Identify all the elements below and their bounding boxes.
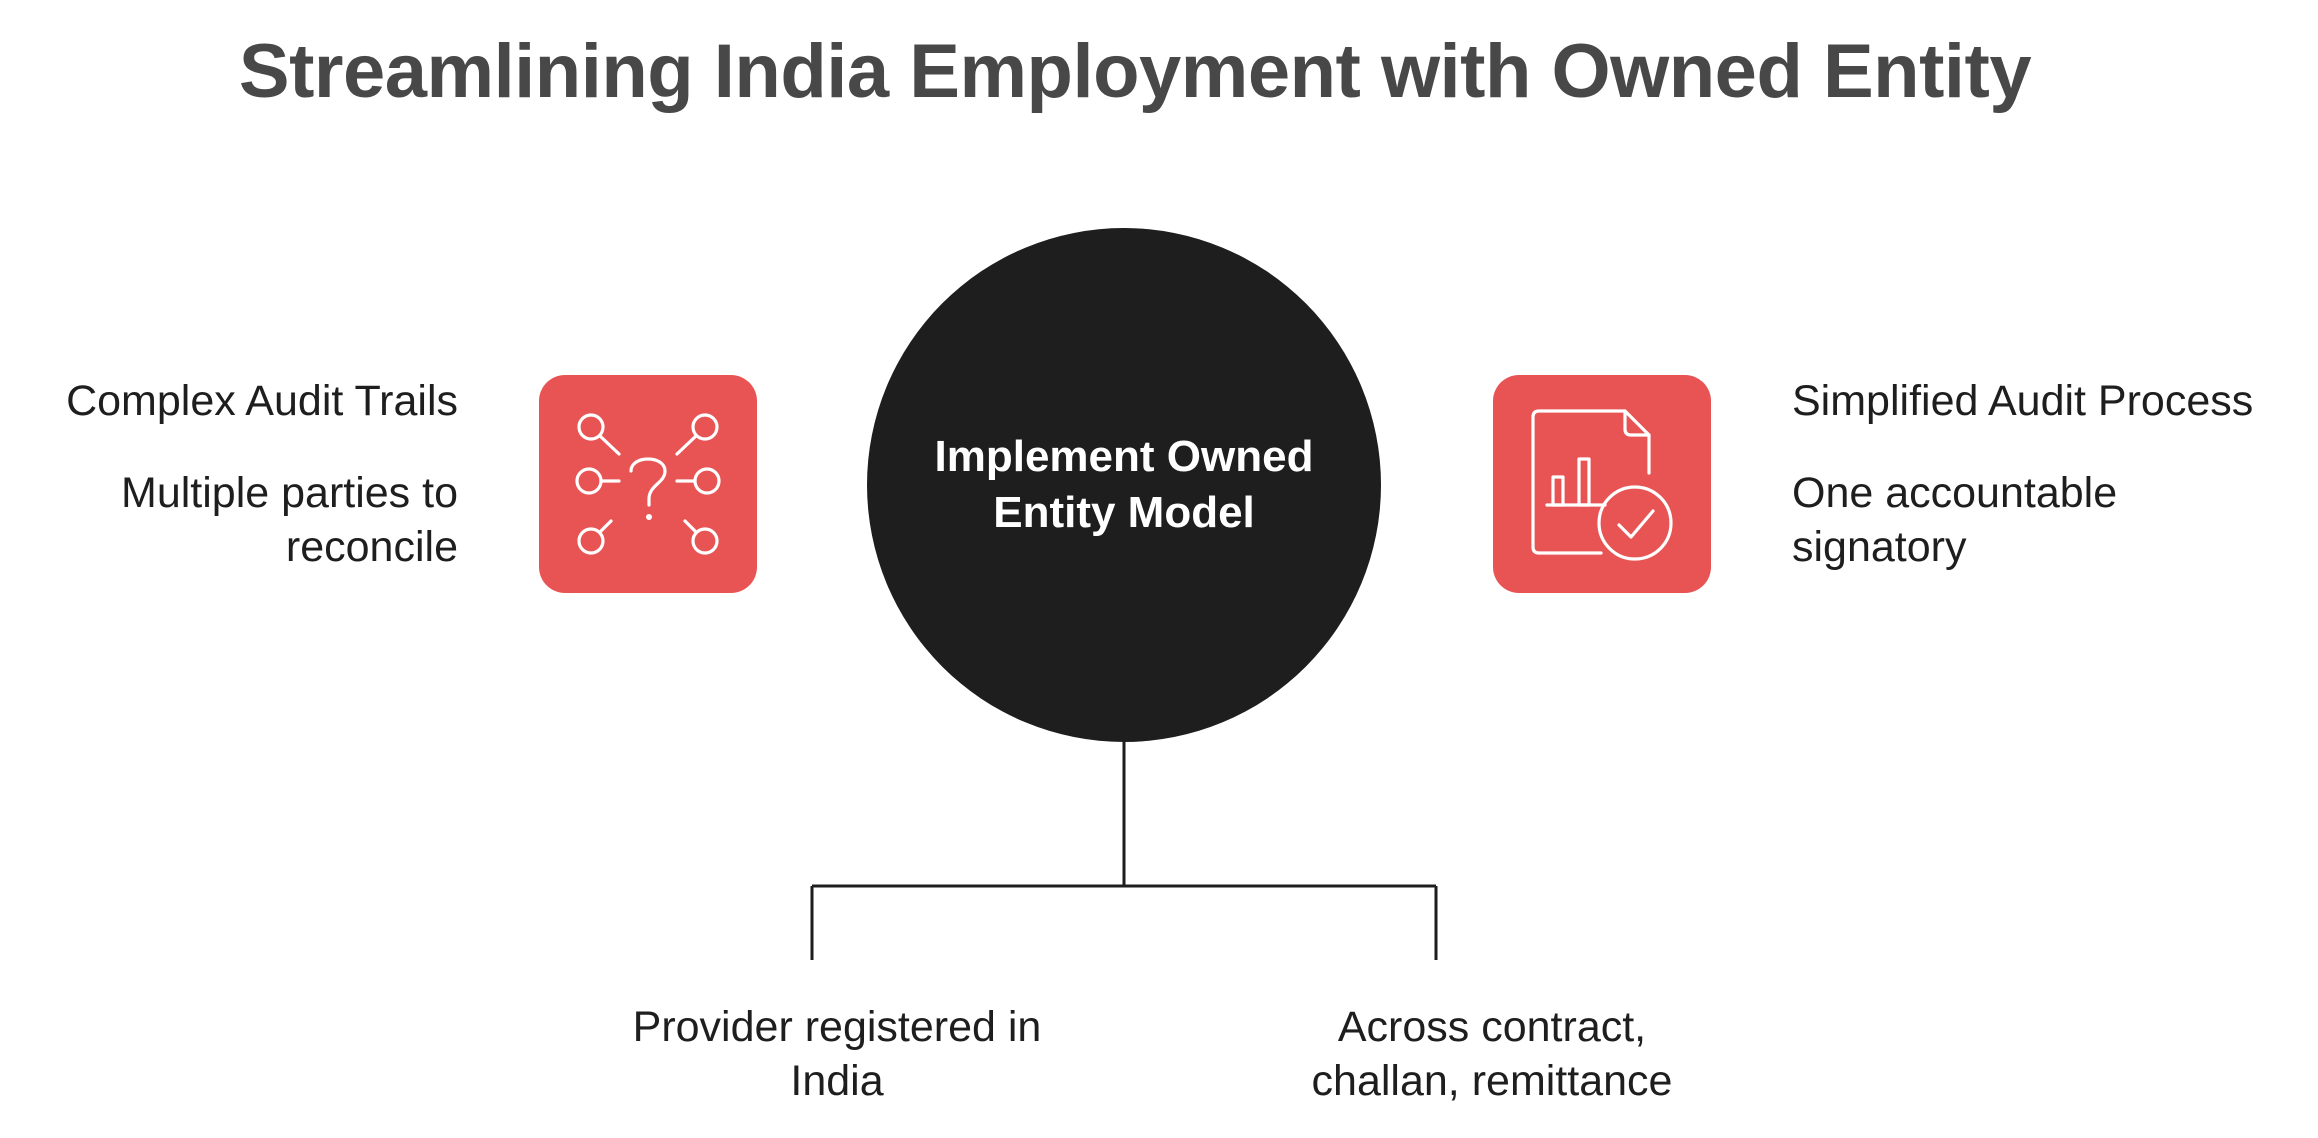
document-chart-check-icon — [1531, 409, 1673, 561]
network-question-icon — [575, 413, 721, 555]
right-icon-tile — [1493, 375, 1711, 593]
left-description: Multiple parties to reconcile — [38, 466, 458, 574]
bottom-right-line2: challan, remittance — [1311, 1057, 1673, 1105]
center-label-line1: Implement Owned — [934, 432, 1314, 481]
diagram-title: Streamlining India Employment with Owned… — [238, 29, 2032, 114]
center-label-line2: Entity Model — [993, 488, 1255, 537]
bottom-left-line1: Provider registered in — [632, 1003, 1042, 1051]
bottom-right-label: Across contract, challan, remittance — [1232, 1000, 1752, 1108]
bottom-right-line1: Across contract, — [1337, 1003, 1647, 1051]
bottom-left-line2: India — [790, 1057, 884, 1105]
left-heading: Complex Audit Trails — [66, 377, 458, 425]
right-heading: Simplified Audit Process — [1792, 377, 2254, 425]
bottom-left-label: Provider registered in India — [577, 1000, 1097, 1108]
left-description-line2: reconcile — [285, 523, 458, 571]
right-description-line2: signatory — [1792, 523, 1967, 571]
right-description-line1: One accountable — [1792, 469, 2118, 517]
left-description-line1: Multiple parties to — [121, 469, 458, 517]
center-node: Implement Owned Entity Model — [867, 228, 1381, 742]
right-description: One accountable signatory — [1792, 466, 2212, 574]
left-icon-tile — [539, 375, 757, 593]
center-node-label: Implement Owned Entity Model — [924, 429, 1324, 541]
